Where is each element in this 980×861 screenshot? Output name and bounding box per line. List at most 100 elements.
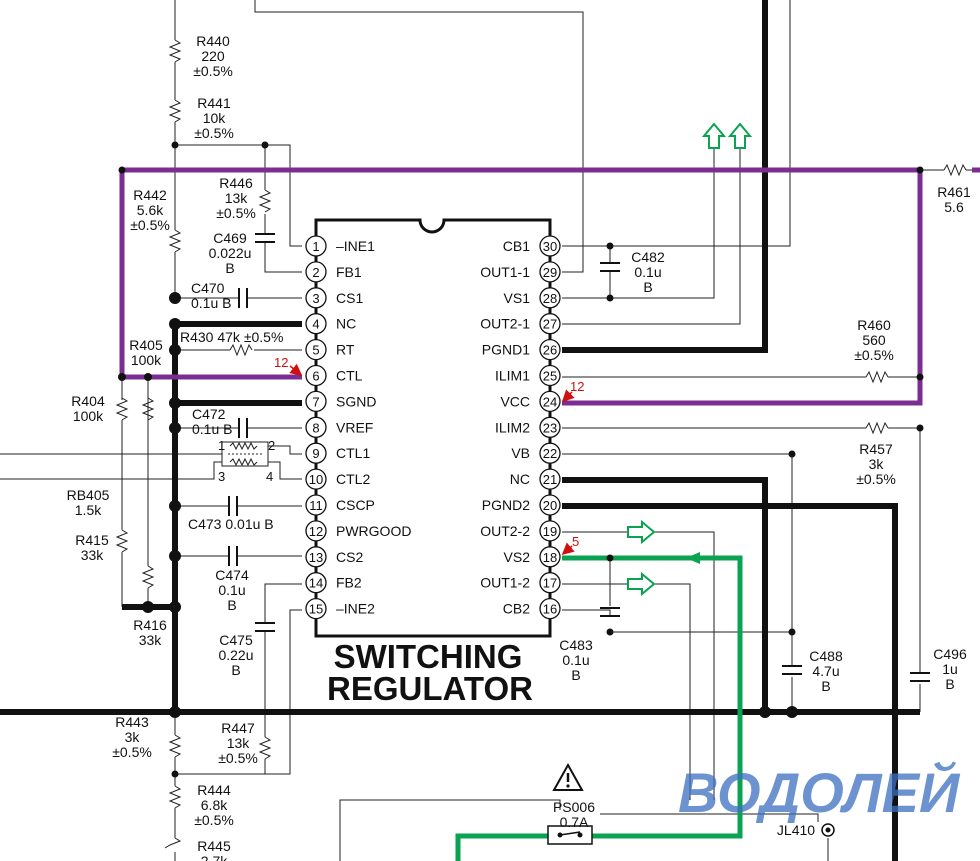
pin-number-left: 11	[309, 498, 323, 513]
pin-circle-right	[539, 313, 561, 335]
r460-label-line: ±0.5%	[854, 347, 894, 363]
c469-label-line: C469	[213, 230, 247, 246]
r443-label-line: 3k	[125, 729, 141, 745]
r461-label-line: 5.6	[944, 199, 964, 215]
pin-number-right: 21	[543, 472, 557, 487]
r443-label-line: R443	[115, 714, 149, 730]
r416-label-line: 33k	[139, 632, 163, 648]
c474-label-line: 0.1u	[218, 582, 245, 598]
r404-symbol	[115, 397, 129, 421]
pin-number-right: 27	[543, 317, 557, 332]
pin-circle-left	[305, 597, 327, 620]
pin-name-left: –INE1	[336, 238, 375, 254]
c488-symbol	[782, 665, 802, 675]
pin-name-right: OUT1-1	[480, 264, 530, 280]
c496-label-line: 1u	[942, 661, 958, 677]
r416-label-line: R416	[133, 617, 167, 633]
c496-label-line: C496	[933, 646, 967, 662]
pin-number-right: 18	[543, 550, 557, 565]
c496-label-line: B	[945, 676, 954, 692]
pin-name-left: RT	[336, 342, 355, 358]
pin-circle-left	[305, 235, 327, 257]
pin-name-left: CTL	[336, 368, 363, 384]
r445-label-line: 2.7k	[201, 853, 228, 861]
c488-label-line: C488	[809, 648, 843, 664]
pin-number-right: 17	[543, 576, 557, 591]
c470-label-line: 0.1u B	[191, 295, 231, 311]
ps006-label-line: PS006	[553, 799, 595, 815]
green-net	[455, 555, 743, 861]
pin-circle-right	[539, 597, 561, 620]
pin-name-right: ILIM1	[495, 368, 530, 384]
pin-number-left: 3	[312, 291, 319, 306]
pin-number-left: 12	[309, 524, 323, 539]
pin-name-left: CTL1	[336, 445, 370, 461]
pin-number-right: 23	[543, 420, 557, 435]
right-arrow-icon	[627, 571, 656, 597]
r460-symbol	[865, 370, 889, 384]
r445-symbol	[164, 837, 182, 849]
junction-dots	[118, 141, 924, 778]
pin-circle-left	[305, 364, 327, 387]
pin-number-left: 14	[309, 576, 323, 591]
r405-symbol	[141, 397, 155, 421]
c475-label-line: B	[231, 662, 240, 678]
pin-name-left: CSCP	[336, 497, 375, 513]
pin-name-right: ILIM2	[495, 419, 530, 435]
r415-symbol	[115, 529, 129, 553]
ic-title-line1: SWITCHING	[334, 638, 523, 675]
pin-name-left: PWRGOOD	[336, 523, 411, 539]
pin-name-right: NC	[510, 471, 530, 487]
rb405-pin-3: 3	[218, 469, 225, 484]
pin-name-right: PGND1	[482, 342, 530, 358]
r440-symbol	[168, 39, 182, 63]
up-arrow-icon	[701, 122, 727, 149]
pin-number-right: 29	[543, 265, 557, 280]
pin-number-right: 24	[543, 394, 557, 409]
r446-label-line: R446	[219, 175, 253, 191]
c473-label: C473 0.01u B	[188, 516, 274, 532]
test-point-icon	[821, 823, 835, 837]
pin-name-right: VCC	[500, 393, 530, 409]
r440-label-line: ±0.5%	[193, 63, 233, 79]
pin-circle-right	[539, 494, 561, 516]
pin-name-right: OUT1-2	[480, 575, 530, 591]
r447-label-line: 13k	[227, 735, 251, 751]
rb405-pin-1: 1	[218, 438, 225, 453]
r415-label-line: R415	[75, 532, 109, 548]
pin-circle-left	[305, 313, 327, 335]
c473-symbol	[228, 496, 238, 516]
pin-name-left: –INE2	[336, 601, 375, 617]
rb405-label-line: RB405	[67, 487, 110, 503]
pin-circle-left	[305, 416, 327, 438]
up-arrow-icon	[727, 122, 753, 149]
c483-label-line: B	[571, 667, 580, 683]
r457-label-line: ±0.5%	[856, 471, 896, 487]
annotation-arrows	[289, 363, 575, 555]
r444-symbol	[168, 785, 182, 809]
pin-name-right: OUT2-2	[480, 523, 530, 539]
r460-label-line: R460	[857, 317, 891, 333]
r461-label-line: R461	[937, 184, 971, 200]
pin-name-right: PGND2	[482, 497, 530, 513]
pin-number-left: 7	[312, 394, 319, 409]
pin-number-right: 30	[543, 239, 557, 254]
r430-label-line: R430 47k ±0.5%	[180, 329, 283, 345]
pin-circle-right	[539, 442, 561, 464]
pin-number-left: 15	[309, 602, 323, 617]
r447-symbol	[258, 736, 272, 760]
c483-label-line: C483	[559, 637, 593, 653]
pin-number-left: 8	[312, 420, 319, 435]
